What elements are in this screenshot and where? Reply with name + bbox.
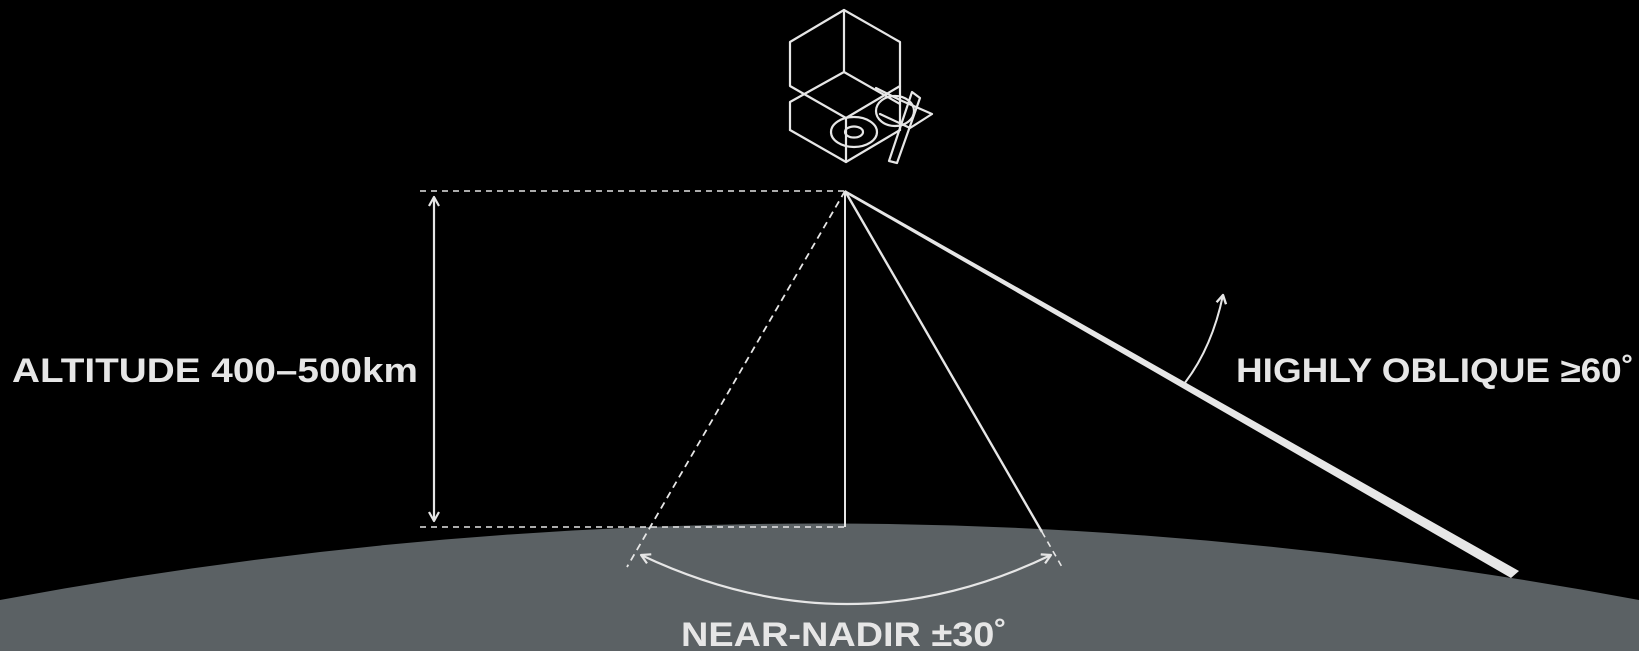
cone-right-extension [1041, 531, 1063, 568]
altitude-guides [420, 190, 845, 528]
oblique-angle-arrow [1183, 293, 1228, 385]
near-nadir-label: NEAR-NADIR ±30˚ [681, 616, 1007, 651]
oblique-line [845, 190, 1519, 578]
cone-right-edge [843, 190, 1044, 533]
cone-left-edge [626, 190, 846, 568]
oblique-label: HIGHLY OBLIQUE ≥60˚ [1236, 352, 1634, 390]
altitude-label: ALTITUDE 400–500km [12, 352, 418, 390]
earth-surface [0, 523, 1639, 651]
satellite-icon [788, 8, 934, 165]
near-nadir-arc-arrow [639, 553, 1053, 605]
